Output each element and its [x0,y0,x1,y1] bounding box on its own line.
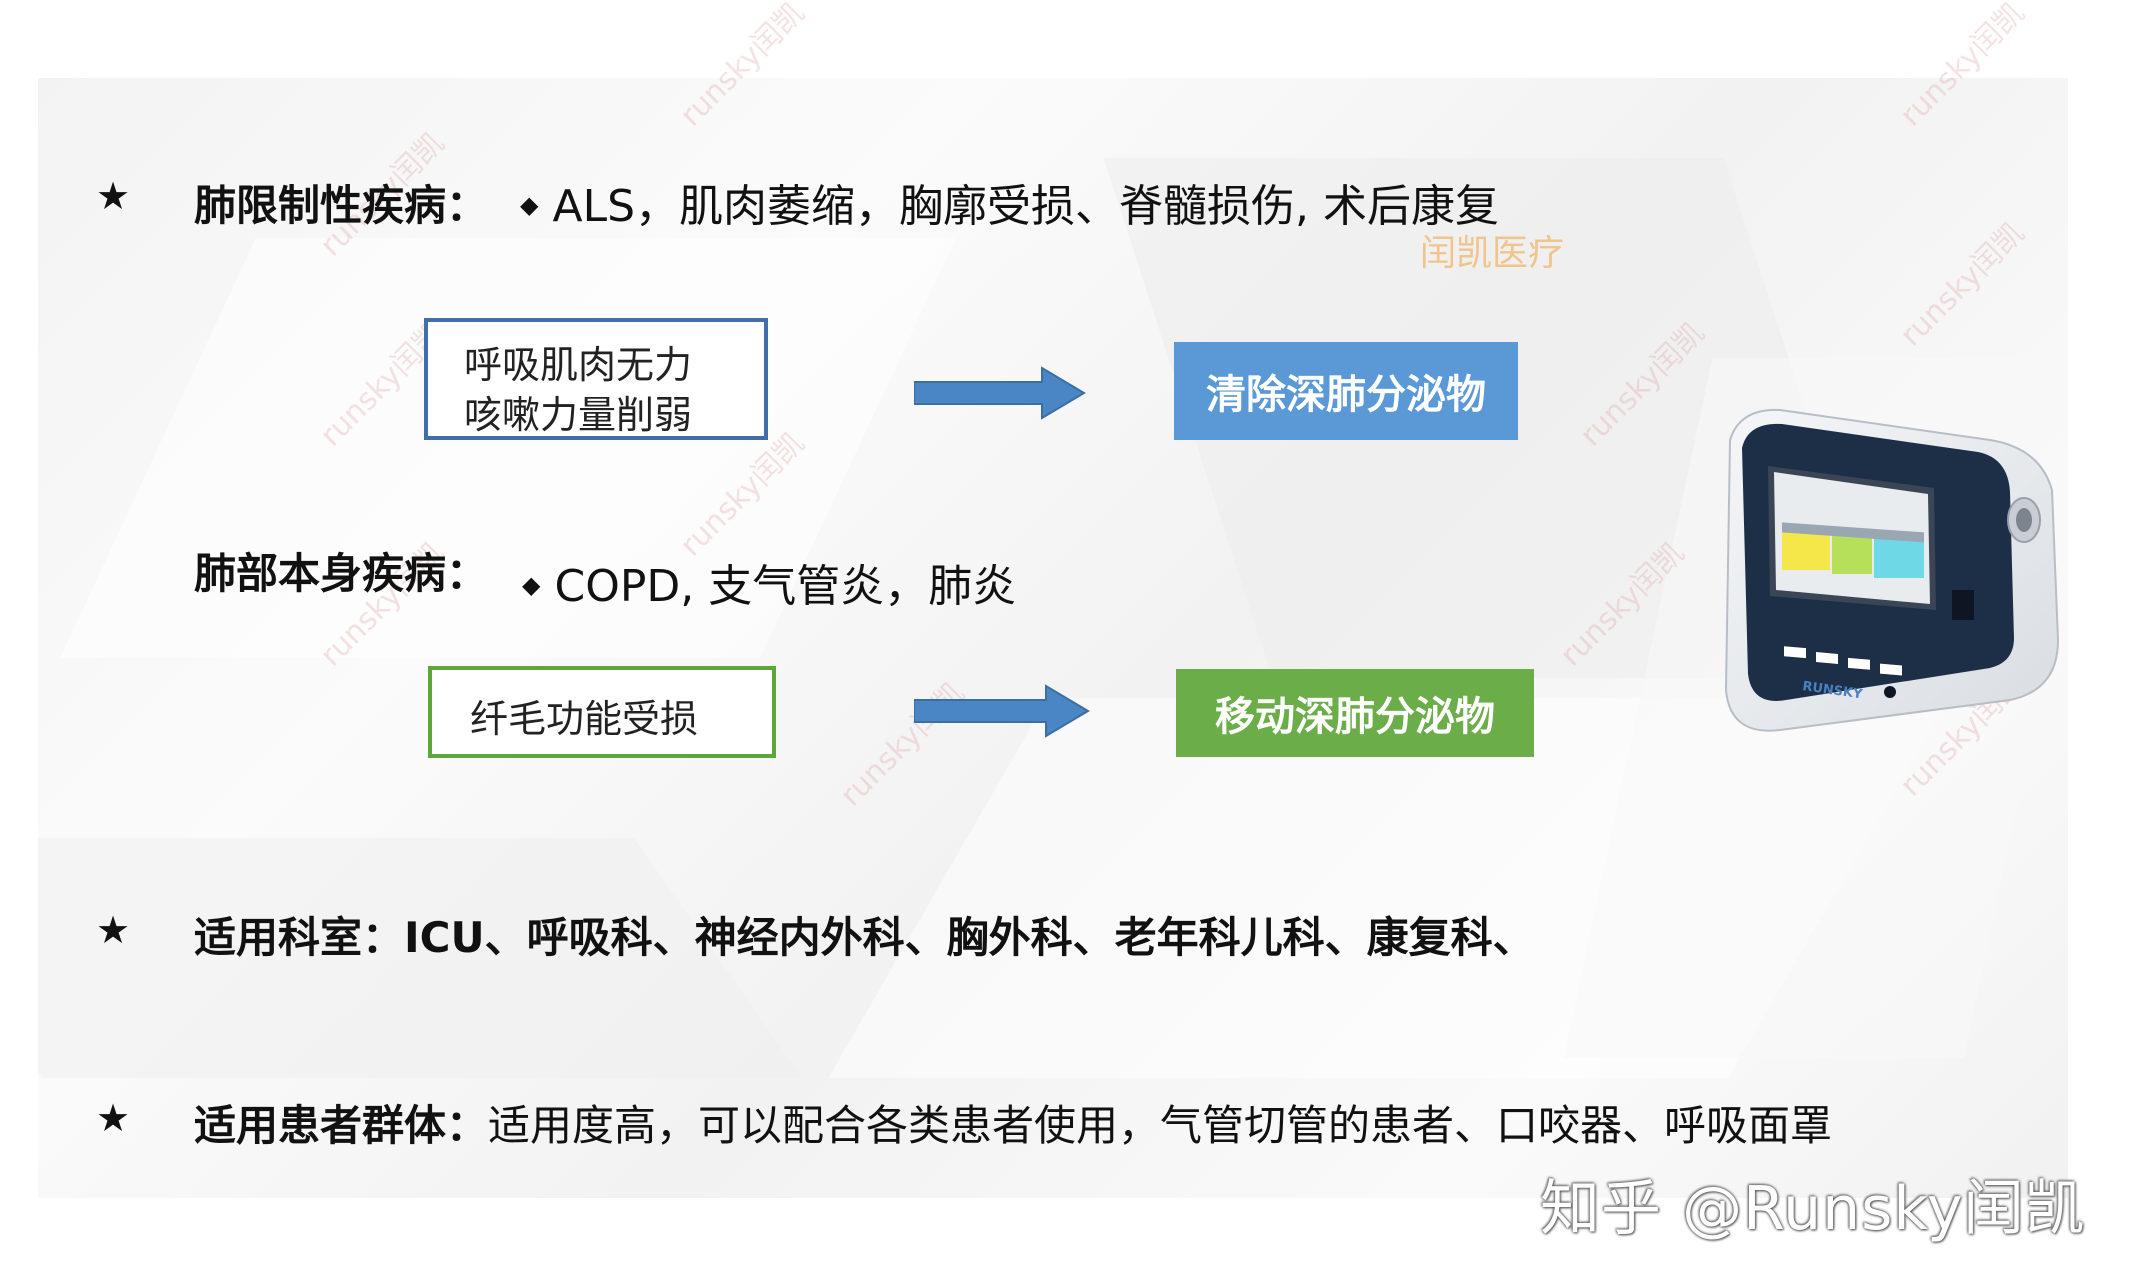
star-bullet: ★ [96,908,131,952]
cause-line-2: 咳嗽力量削弱 [464,393,693,437]
section-label-restrictive: 肺限制性疾病： [194,181,489,230]
cause-box-cilia-damage: 纤毛功能受损 [428,666,776,758]
lung-disease-text: COPD, 支气管炎，肺炎 [554,561,1017,612]
cause-box-muscle-weakness: 呼吸肌肉无力 咳嗽力量削弱 [424,318,768,440]
right-arrow-icon [914,366,1086,420]
restrictive-disease-items: ◆ ALS，肌肉萎缩，胸廓受损、脊髓损伤, 术后康复 [520,170,1499,234]
restrictive-disease-text: ALS，肌肉萎缩，胸廓受损、脊髓损伤, 术后康复 [552,181,1499,232]
patients-text: 适用度高，可以配合各类患者使用，气管切管的患者、口咬器、呼吸面罩 [488,1101,1833,1150]
departments-line: 适用科室：ICU、呼吸科、神经内外科、胸外科、老年科儿科、康复科、 [194,904,1535,965]
star-bullet: ★ [96,174,131,218]
effect-box-clear-secretions: 清除深肺分泌物 [1174,342,1518,440]
diamond-bullet-icon: ◆ [522,571,541,599]
section-label-lung-disease: 肺部本身疾病： [194,549,489,598]
departments-label: 适用科室： [194,913,405,962]
star-bullet: ★ [96,1096,131,1140]
patients-label: 适用患者群体： [194,1101,489,1150]
departments-text: ICU、呼吸科、神经内外科、胸外科、老年科儿科、康复科、 [404,913,1535,962]
cause-text: 纤毛功能受损 [470,697,699,741]
diamond-bullet-icon: ◆ [520,191,539,219]
lung-disease-items: ◆ COPD, 支气管炎，肺炎 [522,550,1016,614]
airway-clearance-device-image: RUNSKY [1724,408,2060,732]
cause-line-1: 呼吸肌肉无力 [464,343,693,387]
zhihu-watermark: 知乎 @Runsky闰凯 [1540,1174,2086,1244]
brand-watermark: 闰凯医疗 [1420,233,1565,274]
effect-box-move-secretions: 移动深肺分泌物 [1176,669,1534,757]
patients-line: 适用患者群体：适用度高，可以配合各类患者使用，气管切管的患者、口咬器、呼吸面罩 [194,1092,1832,1153]
right-arrow-icon [914,684,1090,738]
